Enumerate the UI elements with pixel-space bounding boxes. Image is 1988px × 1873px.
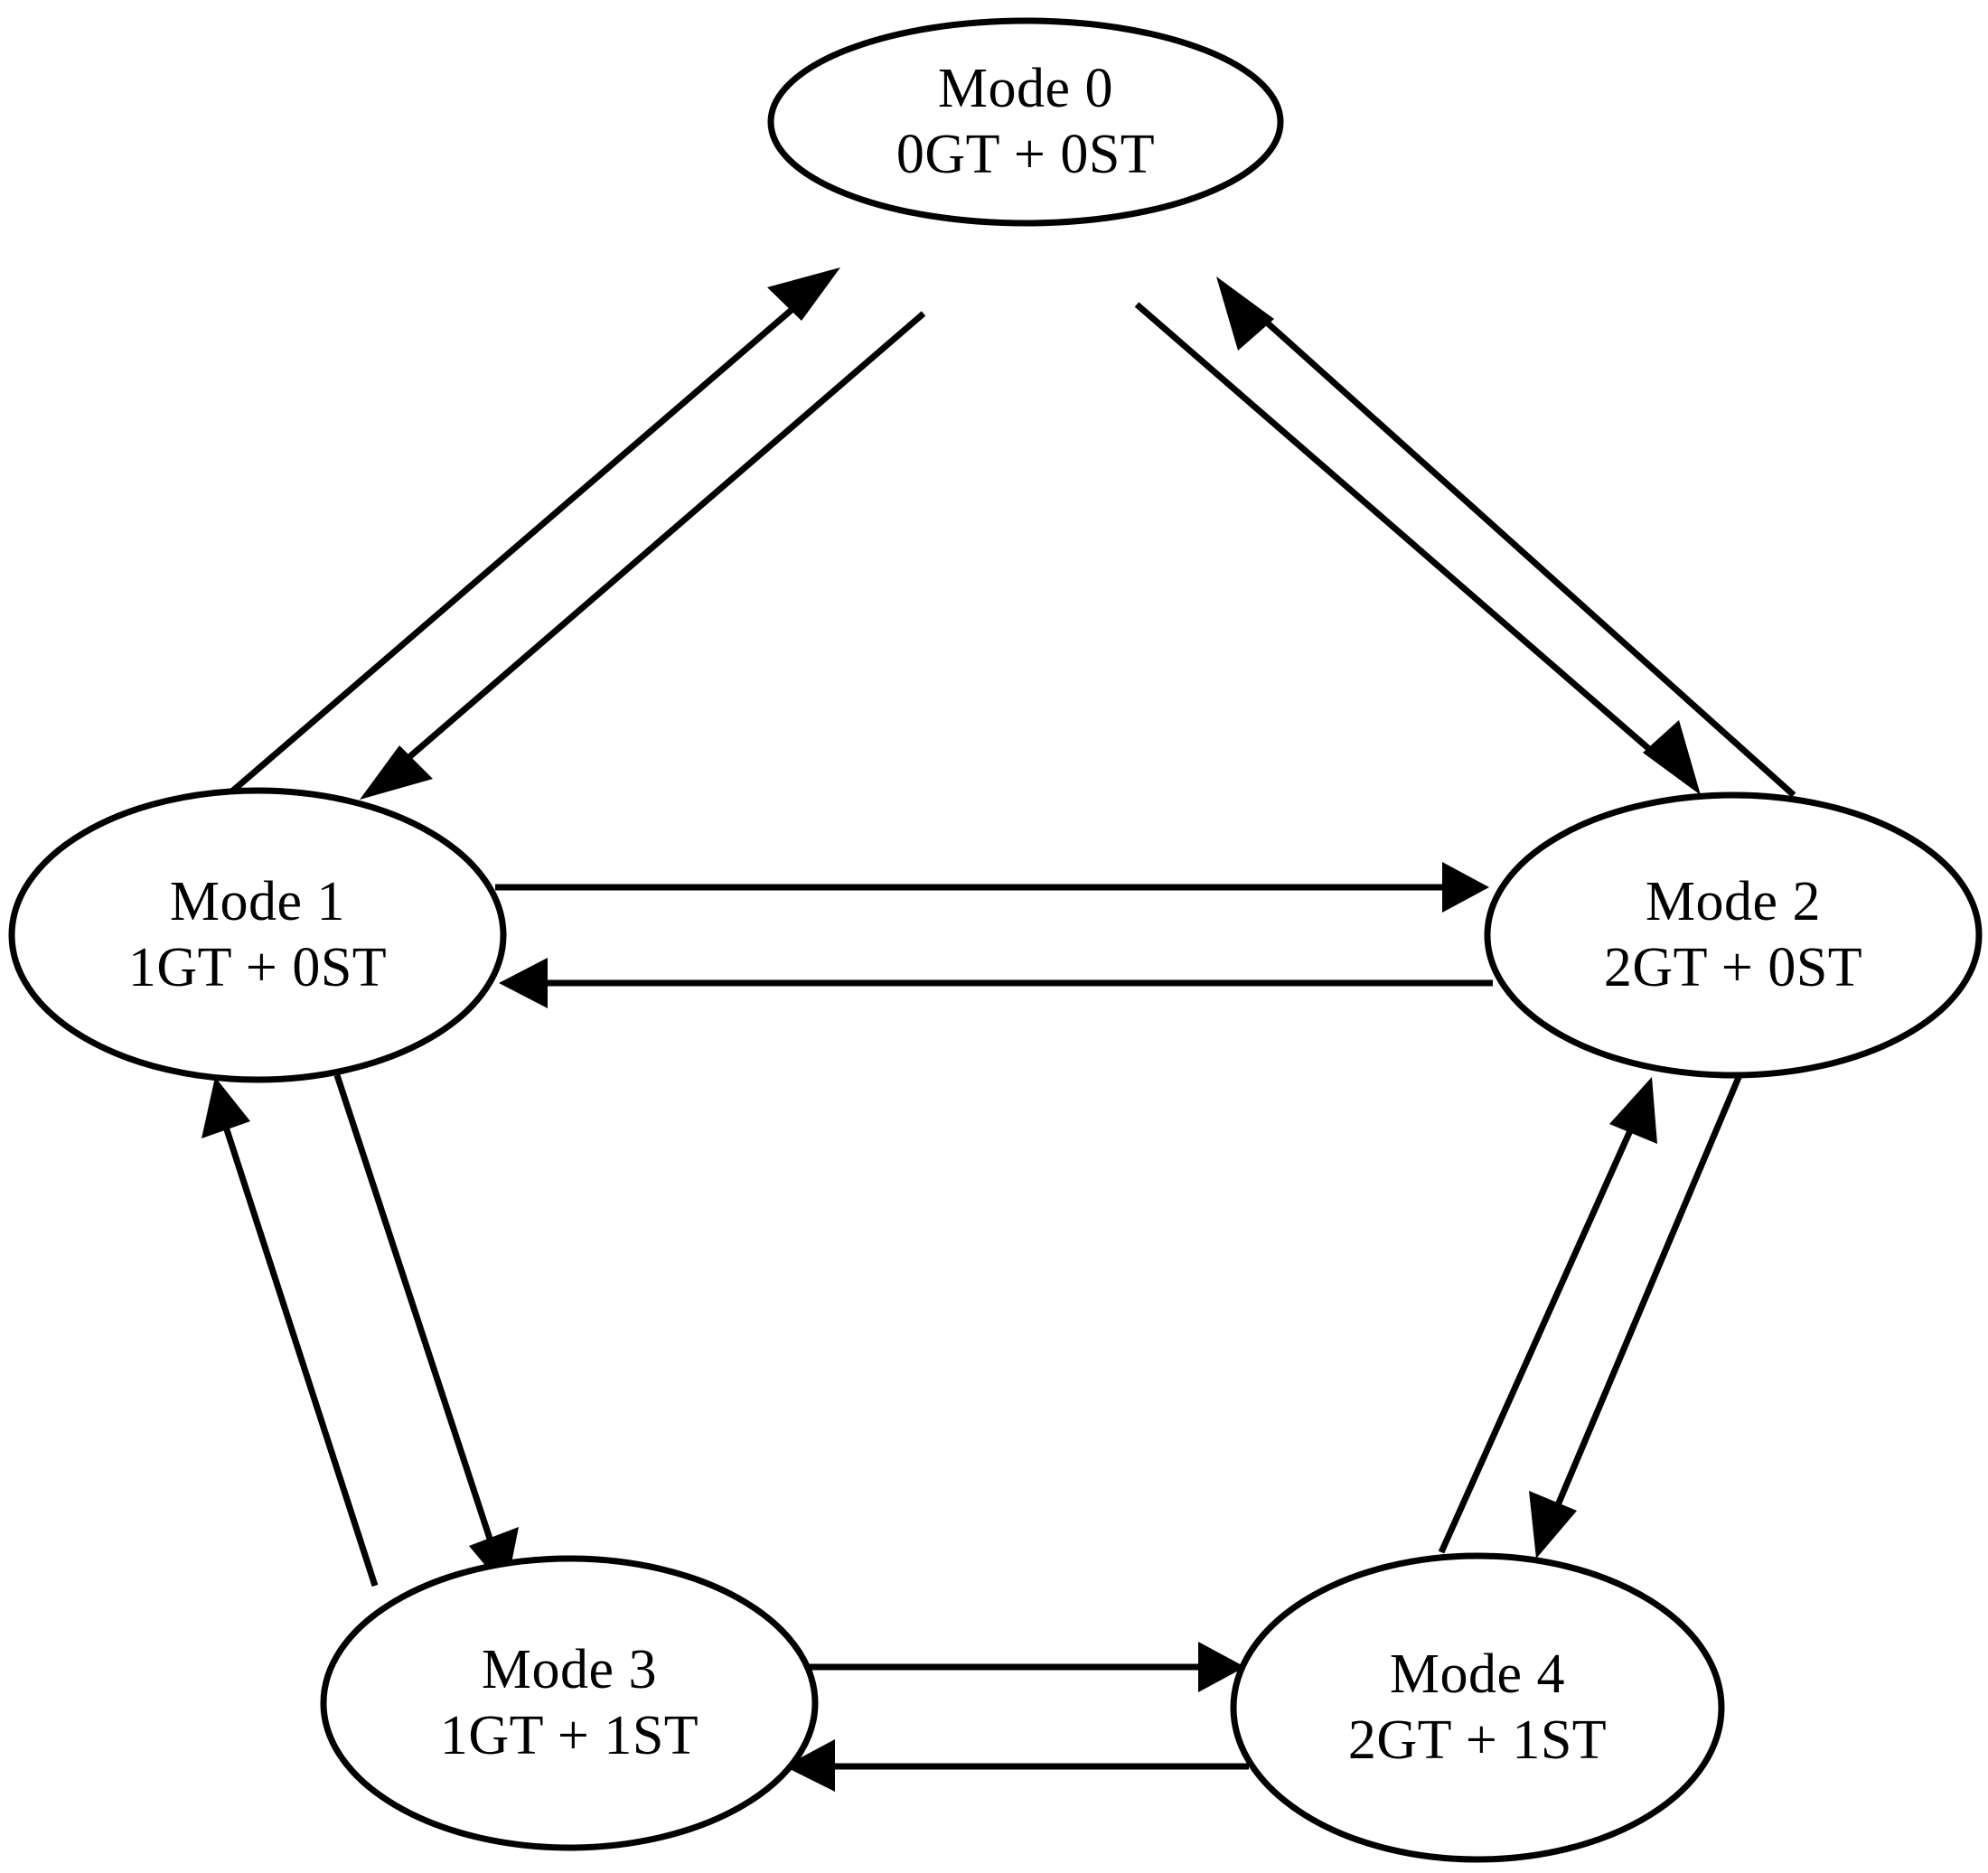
edge-mode3-to-mode4[interactable] xyxy=(804,1642,1245,1692)
arrowhead-icon xyxy=(499,958,548,1008)
edge-mode1-to-mode3[interactable] xyxy=(333,1073,519,1590)
node-mode3[interactable] xyxy=(320,1555,819,1851)
arrowhead-icon xyxy=(784,1739,835,1792)
arrowhead-icon xyxy=(1216,276,1274,351)
edge-line xyxy=(1134,302,1679,775)
node-mode4[interactable] xyxy=(1230,1552,1725,1863)
arrowhead-icon xyxy=(1609,1077,1657,1144)
edge-mode0-to-mode2[interactable] xyxy=(1134,302,1701,795)
node-mode0[interactable] xyxy=(767,17,1284,227)
arrowhead-icon xyxy=(1643,720,1701,795)
edge-mode4-to-mode2[interactable] xyxy=(1438,1077,1657,1554)
arrowhead-icon xyxy=(1529,1491,1577,1559)
edge-line xyxy=(220,1117,379,1587)
arrowhead-icon xyxy=(767,267,840,321)
arrowhead-icon xyxy=(202,1077,250,1138)
edge-line xyxy=(225,285,821,798)
node-mode2[interactable] xyxy=(1484,791,1983,1079)
edge-mode1-to-mode0[interactable] xyxy=(225,267,840,798)
arrowhead-icon xyxy=(1198,1642,1245,1692)
edge-mode1-to-mode2[interactable] xyxy=(495,862,1489,913)
edge-line xyxy=(1438,1117,1639,1554)
edge-line xyxy=(1237,295,1796,798)
edge-line xyxy=(381,311,926,782)
node-mode1[interactable] xyxy=(8,787,507,1083)
edge-mode2-to-mode4[interactable] xyxy=(1529,1073,1743,1559)
edge-line xyxy=(1549,1073,1743,1520)
edge-mode2-to-mode0[interactable] xyxy=(1216,276,1796,798)
edge-mode0-to-mode1[interactable] xyxy=(360,311,926,800)
arrowhead-icon xyxy=(360,745,433,800)
edge-mode3-to-mode1[interactable] xyxy=(202,1077,379,1587)
edge-mode4-to-mode3[interactable] xyxy=(784,1739,1249,1792)
arrowhead-icon xyxy=(1442,862,1489,913)
edge-line xyxy=(333,1073,496,1549)
edge-mode2-to-mode1[interactable] xyxy=(499,958,1493,1008)
